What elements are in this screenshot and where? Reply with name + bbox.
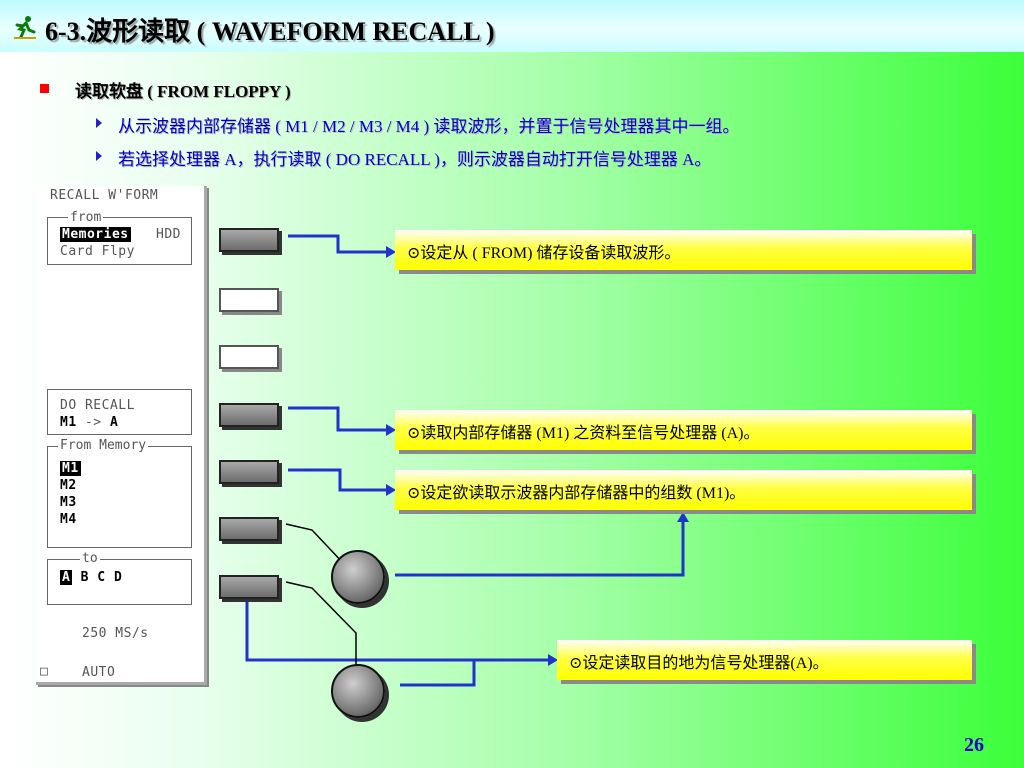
softkey-7-button[interactable] [219, 575, 279, 599]
softkey-1-button[interactable] [219, 228, 279, 252]
from-legend: from [68, 210, 104, 225]
from-option-card[interactable]: Card Flpy [60, 244, 135, 259]
sub-bullet-arrow-icon [96, 151, 102, 161]
title-bar: 6-3.波形读取 ( WAVEFORM RECALL ) [0, 0, 1024, 52]
page-number: 26 [964, 734, 984, 756]
do-recall-source: M1 [60, 415, 77, 430]
sub-item-2: 若选择处理器 A，执行读取 ( DO RECALL )，则示波器自动打开信号处理… [118, 150, 712, 169]
scope-screen: RECALL W'FORM from Memories HDD Card Flp… [36, 186, 207, 685]
do-recall-arrow: -> [84, 415, 102, 430]
from-memory-legend: From Memory [58, 438, 149, 453]
to-legend: to [80, 551, 100, 566]
from-option-memories[interactable]: Memories [60, 227, 131, 242]
softkey-4-button[interactable] [219, 403, 279, 427]
softkey-5-button[interactable] [219, 460, 279, 484]
to-options-bcd[interactable]: B C D [80, 570, 123, 585]
sample-rate-readout: 250 MS/s [82, 626, 149, 641]
sub-bullet-arrow-icon [96, 118, 102, 128]
softkey-3-button[interactable] [219, 345, 279, 369]
to-option-a[interactable]: A [60, 570, 73, 585]
memory-item-m2[interactable]: M2 [60, 478, 77, 493]
memory-item-m3[interactable]: M3 [60, 495, 77, 510]
do-recall-group[interactable] [47, 389, 192, 435]
entry-knob-icon[interactable] [331, 664, 385, 718]
callout-to: ⊙设定读取目的地为信号处理器(A)。 [557, 640, 972, 680]
softkey-6-button[interactable] [219, 517, 279, 541]
callout-from-memory: ⊙设定欲读取示波器内部存储器中的组数 (M1)。 [395, 470, 972, 510]
page-title: 6-3.波形读取 ( WAVEFORM RECALL ) [45, 17, 495, 46]
running-person-icon [14, 16, 36, 39]
softkey-2-button[interactable] [219, 288, 279, 312]
auto-label: AUTO [82, 665, 116, 680]
entry-knob-icon[interactable] [331, 550, 385, 604]
section-heading: 读取软盘 ( FROM FLOPPY ) [75, 82, 291, 101]
callout-do-recall: ⊙读取内部存储器 (M1) 之资料至信号处理器 (A)。 [395, 410, 972, 450]
memory-item-m4[interactable]: M4 [60, 512, 77, 527]
menu-title: RECALL W'FORM [50, 188, 159, 203]
auto-checkbox-icon[interactable]: □ [40, 664, 49, 679]
sub-item-1: 从示波器内部存储器 ( M1 / M2 / M3 / M4 ) 读取波形，并置于… [118, 117, 740, 136]
from-option-hdd[interactable]: HDD [156, 227, 181, 242]
do-recall-destination: A [109, 415, 119, 430]
do-recall-label: DO RECALL [60, 398, 135, 413]
memory-item-m1[interactable]: M1 [60, 461, 81, 476]
bullet-square-icon [40, 84, 49, 93]
callout-from: ⊙设定从 ( FROM) 储存设备读取波形。 [395, 230, 972, 270]
